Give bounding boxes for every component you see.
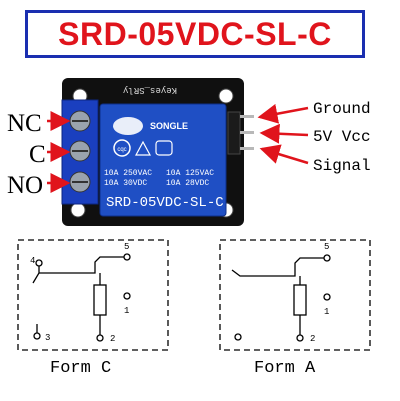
- terminal-screw-nc: [69, 110, 91, 132]
- form-c-contact-arm: [32, 266, 40, 284]
- form-c-terminal-2: [96, 334, 104, 342]
- relay-brand: SONGLE: [150, 121, 188, 131]
- form-a-coil: [293, 284, 307, 316]
- header-pin-ground: [240, 115, 254, 118]
- form-a-pin-1: 1: [324, 307, 329, 317]
- warning-triangle-icon: [134, 140, 152, 156]
- title-text: SRD-05VDC-SL-C: [58, 15, 332, 52]
- form-a-terminal-5: [323, 254, 331, 262]
- form-c-terminal-3: [33, 332, 41, 340]
- form-a-outline: [219, 239, 371, 351]
- mounting-hole: [70, 202, 86, 218]
- title-box: SRD-05VDC-SL-C: [25, 10, 365, 58]
- label-5v-vcc: 5V Vcc: [313, 128, 371, 146]
- form-c-caption: Form C: [50, 359, 111, 378]
- label-signal: Signal: [313, 157, 371, 175]
- pin-header: [227, 111, 241, 155]
- form-a-terminal-2: [296, 334, 304, 342]
- form-c-terminal-1: [123, 292, 131, 300]
- form-a-caption: Form A: [254, 359, 316, 378]
- form-c-pin-3: 3: [45, 333, 50, 343]
- form-c-pin-1: 1: [124, 306, 129, 316]
- rating-left-2: 10A 30VDC: [104, 179, 147, 188]
- relay-model: SRD-05VDC-SL-C: [106, 195, 224, 211]
- form-a-pin-2: 2: [310, 334, 315, 344]
- form-c-terminal-5: [123, 253, 131, 261]
- form-c-schematic: [17, 239, 169, 351]
- arrow-ground: [257, 103, 309, 124]
- arrow-signal: [259, 144, 309, 165]
- mounting-hole: [218, 88, 234, 104]
- header-pin-signal: [240, 147, 254, 150]
- label-nc: NC: [7, 110, 42, 137]
- label-c: C: [29, 141, 46, 168]
- relay-module-photo: Keyes_SRly SONGLE cqc 10A 250VAC 10A 30V…: [61, 78, 254, 226]
- terminal-screw-no: [69, 171, 91, 193]
- form-a-contact-arm: [231, 269, 282, 277]
- label-no: NO: [7, 172, 43, 199]
- form-c-coil: [93, 284, 107, 316]
- terminal-screw-c: [69, 140, 91, 162]
- form-c-outline: [17, 239, 169, 351]
- form-a-terminal-1: [323, 293, 331, 301]
- form-c-pin-4: 4: [30, 256, 35, 266]
- form-a-dot: [234, 333, 242, 341]
- form-c-coil-top-wire: [80, 256, 124, 274]
- rating-right-2: 10A 28VDC: [166, 179, 209, 188]
- ul-mark-icon: [155, 140, 173, 156]
- arrow-vcc: [259, 123, 309, 144]
- form-c-pin-5: 5: [124, 242, 129, 252]
- songle-logo-icon: [113, 117, 143, 135]
- header-pin-vcc: [240, 131, 254, 134]
- silkscreen-label: Keyes_SRly: [122, 85, 177, 95]
- rating-left-1: 10A 250VAC: [104, 169, 152, 178]
- form-a-schematic: [219, 239, 371, 351]
- cqc-logo-text: cqc: [117, 147, 126, 153]
- label-ground: Ground: [313, 100, 371, 118]
- rating-right-1: 10A 125VAC: [166, 169, 214, 178]
- form-c-terminal-4: [35, 259, 43, 267]
- form-a-coil-top-wire: [282, 257, 324, 277]
- form-a-pin-5: 5: [324, 242, 329, 252]
- form-c-pin-2: 2: [110, 334, 115, 344]
- cqc-logo-icon: [113, 139, 131, 157]
